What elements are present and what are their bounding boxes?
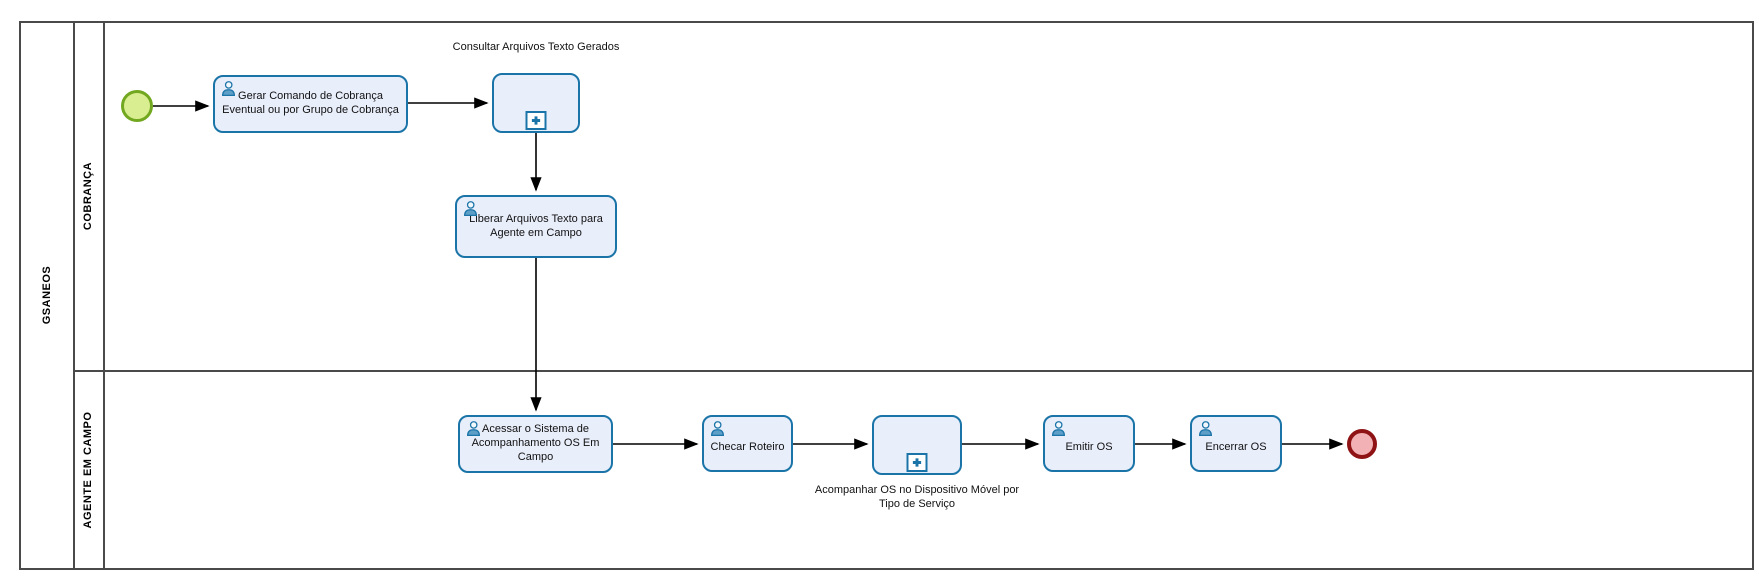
user-task-icon bbox=[220, 80, 237, 97]
user-task-icon bbox=[709, 420, 726, 437]
subprocess-plus-icon[interactable] bbox=[906, 453, 928, 472]
task-encerrar-os[interactable]: Encerrar OS bbox=[1190, 415, 1282, 472]
subprocess-label-consultar: Consultar Arquivos Texto Gerados bbox=[452, 41, 620, 53]
task-label: Acessar o Sistema de Acompanhamento OS E… bbox=[471, 423, 600, 463]
task-acessar-sistema[interactable]: Acessar o Sistema de Acompanhamento OS E… bbox=[458, 415, 613, 473]
task-label: Checar Roteiro bbox=[710, 440, 785, 453]
pool-gsaneos: GSANEOS COBRANÇA AGENTE EM CAMPO bbox=[19, 21, 1754, 570]
task-label: Emitir OS bbox=[1065, 440, 1113, 453]
task-liberar-arquivos[interactable]: Liberar Arquivos Texto para Agente em Ca… bbox=[455, 195, 617, 258]
task-label: Liberar Arquivos Texto para Agente em Ca… bbox=[469, 212, 603, 239]
subprocess-consultar-arquivos[interactable] bbox=[492, 73, 580, 133]
user-task-icon bbox=[465, 420, 482, 437]
task-emitir-os[interactable]: Emitir OS bbox=[1043, 415, 1135, 472]
lane-label-agente-em-campo: AGENTE EM CAMPO bbox=[82, 411, 94, 529]
lane-separator bbox=[73, 370, 1752, 372]
user-task-icon bbox=[462, 200, 479, 217]
task-label: Gerar Comando de Cobrança Eventual ou po… bbox=[222, 90, 399, 116]
task-checar-roteiro[interactable]: Checar Roteiro bbox=[702, 415, 793, 472]
subprocess-label-acompanhar: Acompanhar OS no Dispositivo Móvel por T… bbox=[814, 484, 1020, 511]
pool-label-divider bbox=[73, 23, 75, 568]
user-task-icon bbox=[1050, 420, 1067, 437]
subprocess-acompanhar-os[interactable] bbox=[872, 415, 962, 475]
user-task-icon bbox=[1197, 420, 1214, 437]
pool-label: GSANEOS bbox=[41, 265, 53, 325]
task-gerar-comando-cobranca[interactable]: Gerar Comando de Cobrança Eventual ou po… bbox=[213, 75, 408, 133]
start-event[interactable] bbox=[121, 90, 153, 122]
task-label: Encerrar OS bbox=[1205, 440, 1267, 453]
lane-label-cobranca: COBRANÇA bbox=[82, 161, 94, 231]
lane-label-divider bbox=[103, 23, 105, 568]
subprocess-plus-icon[interactable] bbox=[525, 111, 547, 130]
end-event[interactable] bbox=[1347, 429, 1377, 459]
